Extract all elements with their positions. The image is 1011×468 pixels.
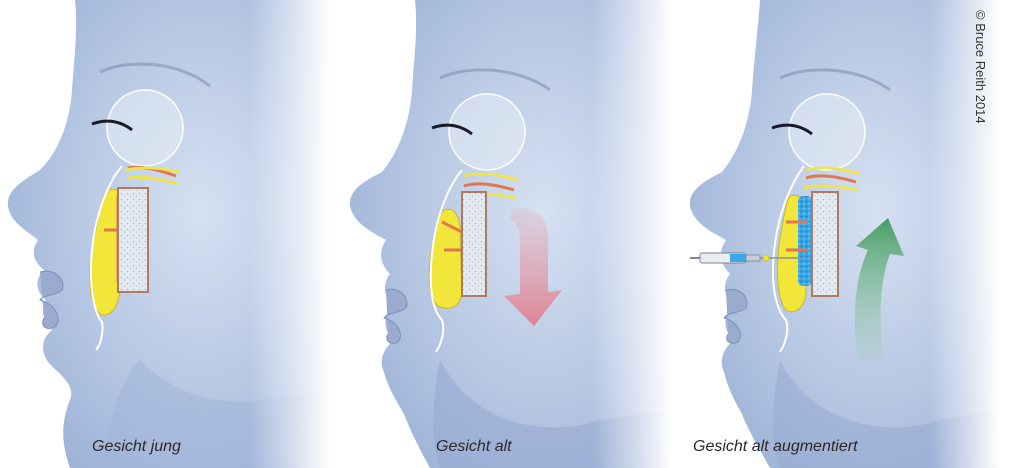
edge-fade — [930, 0, 1000, 468]
edge-fade — [250, 0, 330, 468]
panel-young — [8, 0, 330, 468]
eye-circle — [449, 94, 525, 170]
maxilla-bone — [118, 188, 148, 292]
eye-circle — [789, 94, 865, 170]
caption-young: Gesicht jung — [92, 438, 181, 456]
edge-fade — [592, 0, 672, 468]
panel-aged — [350, 0, 672, 468]
maxilla-bone-resorbed — [462, 192, 486, 296]
eye-circle — [107, 90, 183, 166]
caption-augmented: Gesicht alt augmentiert — [693, 438, 858, 456]
copyright-notice: © Bruce Reith 2014 — [973, 10, 988, 124]
panel-augmented — [690, 0, 1000, 468]
caption-aged: Gesicht alt — [436, 438, 512, 456]
filler-volume — [798, 196, 812, 286]
maxilla-bone — [812, 192, 838, 296]
